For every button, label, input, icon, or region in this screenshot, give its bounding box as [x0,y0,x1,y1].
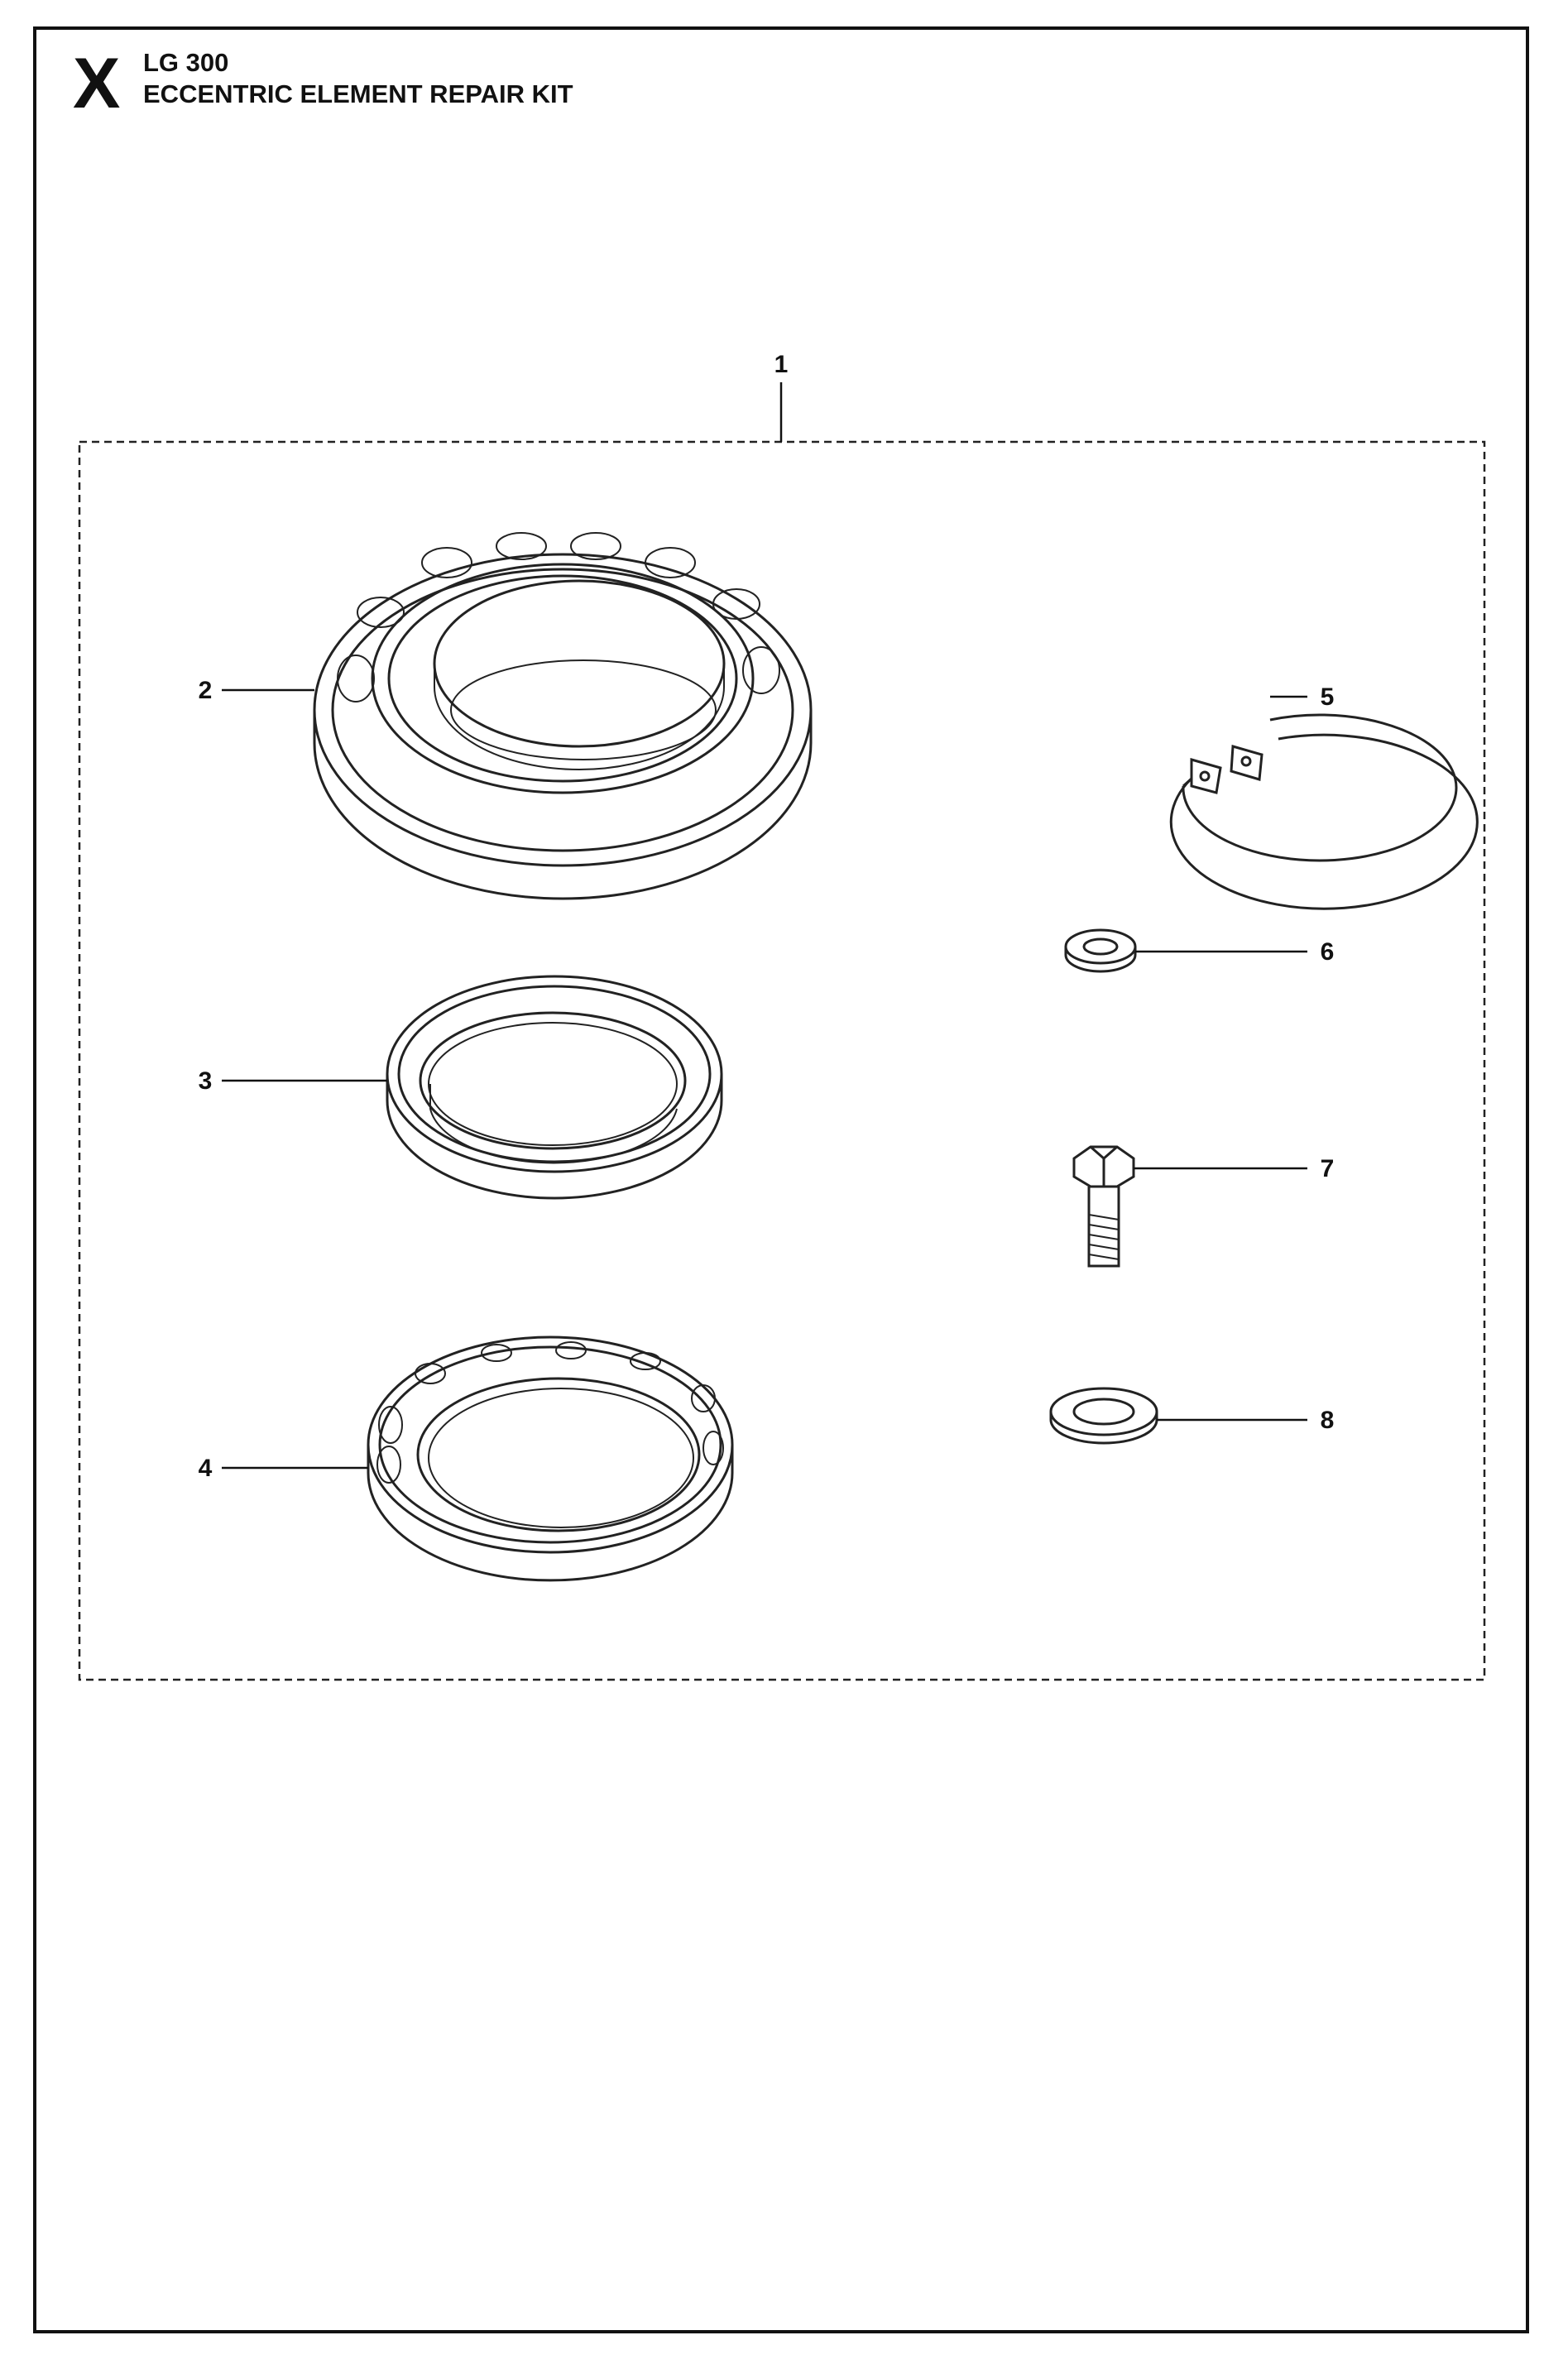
callout-3: 3 [199,1067,213,1095]
callout-8: 8 [1321,1407,1335,1434]
section-letter: X [73,44,121,123]
callout-2: 2 [199,677,213,704]
small-washer [1064,928,1137,973]
seal-ring [386,975,723,1200]
ball-bearing [367,1335,734,1582]
kit-boundary [78,440,1486,1681]
model-name: LG 300 [143,48,229,77]
callout-1: 1 [774,351,789,378]
page-frame [33,26,1529,2333]
roller-bearing [313,532,813,900]
callout-5: 5 [1321,683,1335,711]
callout-4: 4 [199,1455,213,1482]
circlip [1169,713,1479,910]
large-washer [1049,1387,1158,1445]
callout-6: 6 [1321,938,1335,966]
bolt [1072,1145,1135,1268]
page-title: ECCENTRIC ELEMENT REPAIR KIT [143,79,573,108]
callout-7: 7 [1321,1155,1335,1182]
